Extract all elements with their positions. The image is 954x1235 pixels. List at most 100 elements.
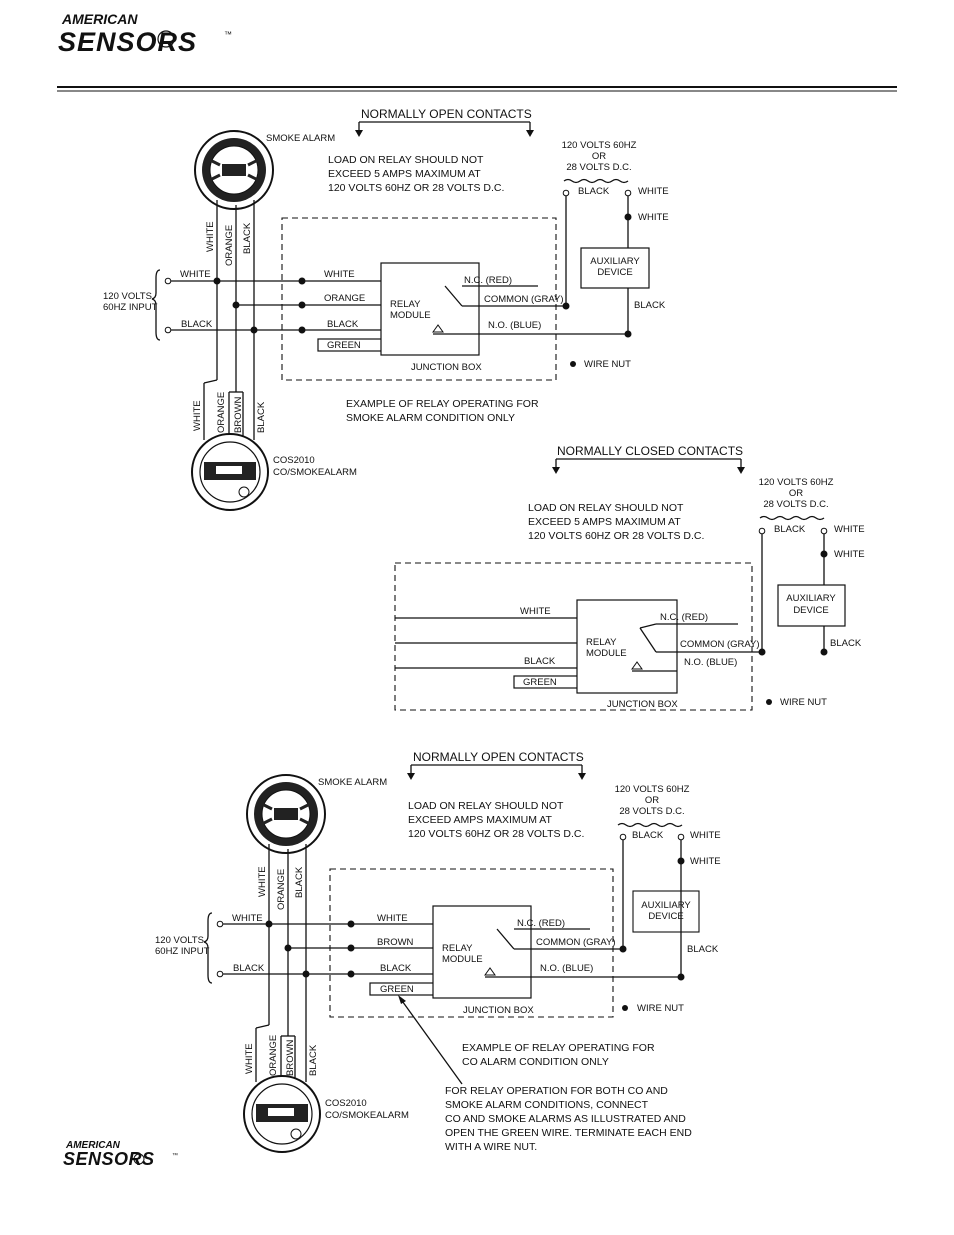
aux-label-line1: AUXILIARY	[590, 256, 640, 267]
example-line2: SMOKE ALARM CONDITION ONLY	[346, 412, 515, 424]
auxiliary-device	[580, 247, 650, 289]
supply2-black-label: BLACK	[774, 524, 806, 535]
supply2-line2: OR	[789, 488, 803, 499]
footer-trademark: ™	[172, 1152, 178, 1159]
supply2-line3: 28 VOLTS D.C.	[763, 499, 828, 510]
co-label-line2: CO/SMOKEALARM	[273, 467, 357, 478]
supply-label-line3: 28 VOLTS D.C.	[566, 162, 631, 173]
common2-label: COMMON (GRAY)	[680, 639, 760, 650]
both-note-line4: OPEN THE GREEN WIRE. TERMINATE EACH END	[445, 1127, 692, 1139]
header-brand-top: AMERICAN	[61, 11, 138, 27]
aux2-line1: AUXILIARY	[786, 593, 836, 604]
wire-nut-icon	[570, 361, 576, 367]
common-label: COMMON (GRAY)	[484, 294, 564, 305]
aux3-line1: AUXILIARY	[641, 900, 691, 911]
relay-label-line1: RELAY	[390, 299, 421, 310]
wire-nut-3-icon	[622, 1005, 628, 1011]
header-trademark: ™	[224, 30, 232, 39]
smoke-alarm-3-icon	[246, 774, 326, 854]
smoke-alarm-label: SMOKE ALARM	[266, 133, 335, 144]
co-smoke-alarm-icon	[191, 433, 269, 511]
vert3-label-brown-bottom: BROWN	[285, 1039, 296, 1076]
nc3-label: N.C. (RED)	[517, 918, 565, 929]
input3-label-line1: 120 VOLTS	[155, 935, 204, 946]
aux-black-label: BLACK	[634, 300, 666, 311]
jb-black-label: BLACK	[327, 319, 359, 330]
wire-nut-2-icon	[766, 699, 772, 705]
co-smoke-alarm-3-icon	[243, 1075, 321, 1153]
auxiliary-device-2	[777, 584, 846, 627]
no2-label: N.O. (BLUE)	[684, 657, 737, 668]
supply3-black-label: BLACK	[632, 830, 664, 841]
input3-black-label: BLACK	[233, 963, 265, 974]
aux2-black-label: BLACK	[830, 638, 862, 649]
vert-label-black-bottom: BLACK	[256, 401, 267, 433]
example3-line2: CO ALARM CONDITION ONLY	[462, 1056, 609, 1068]
co3-label-line1: COS2010	[325, 1098, 367, 1109]
jb3-brown-label: BROWN	[377, 937, 414, 948]
white2-lower-label: WHITE	[834, 549, 865, 560]
logo-crosshair-icon	[157, 30, 175, 48]
junction-box-2-outline	[394, 562, 753, 711]
smoke-alarm-icon	[194, 130, 274, 210]
footer-brand-top: AMERICAN	[65, 1140, 121, 1151]
jb3-green-label: GREEN	[380, 984, 414, 995]
junction-box-label: JUNCTION BOX	[411, 362, 482, 373]
footer-logo: AMERICAN SENSORS ™	[63, 1140, 178, 1169]
header-logo: AMERICAN SENSORS ™	[58, 11, 232, 57]
diagram-3-normally-open-co: NORMALLY OPEN CONTACTS SMOKE ALARM LOAD …	[155, 750, 721, 1153]
input-black-label: BLACK	[181, 319, 213, 330]
junction-box-3-outline	[329, 868, 614, 1018]
header-brand-bottom: SENSORS	[58, 27, 197, 57]
input-label-line1: 120 VOLTS	[103, 291, 152, 302]
jb2-green-label: GREEN	[523, 677, 557, 688]
jb-white-label: WHITE	[324, 269, 355, 280]
vert3-label-black: BLACK	[294, 866, 305, 898]
vert3-label-white: WHITE	[257, 866, 268, 897]
load-note2-line2: EXCEED 5 AMPS MAXIMUM AT	[528, 516, 681, 528]
both-note-line1: FOR RELAY OPERATION FOR BOTH CO AND	[445, 1085, 668, 1097]
load-note-line1: LOAD ON RELAY SHOULD NOT	[328, 154, 484, 166]
relay3-line2: MODULE	[442, 954, 483, 965]
junction-box-outline	[281, 217, 557, 381]
diagram-1-title: NORMALLY OPEN CONTACTS	[361, 107, 532, 121]
relay-module-3	[432, 905, 532, 999]
no-label: N.O. (BLUE)	[488, 320, 541, 331]
vert3-label-white-bottom: WHITE	[244, 1043, 255, 1074]
vert-label-brown-bottom: BROWN	[233, 396, 244, 433]
white3-lower-label: WHITE	[690, 856, 721, 867]
jb3-black-label: BLACK	[380, 963, 412, 974]
vert-label-black: BLACK	[242, 222, 253, 254]
jb3-white-label: WHITE	[377, 913, 408, 924]
vert-label-white-bottom: WHITE	[192, 400, 203, 431]
aux-label-line2: DEVICE	[597, 267, 632, 278]
no3-label: N.O. (BLUE)	[540, 963, 593, 974]
relay-module-2	[576, 599, 678, 694]
load-note2-line1: LOAD ON RELAY SHOULD NOT	[528, 502, 684, 514]
diagram-3-title: NORMALLY OPEN CONTACTS	[413, 750, 584, 764]
relay3-line1: RELAY	[442, 943, 473, 954]
load-note3-line1: LOAD ON RELAY SHOULD NOT	[408, 800, 564, 812]
common3-label: COMMON (GRAY)	[536, 937, 616, 948]
relay-module	[380, 262, 480, 356]
vert3-label-orange: ORANGE	[276, 869, 287, 910]
load-note-line2: EXCEED 5 AMPS MAXIMUM AT	[328, 168, 481, 180]
input3-label-line2: 60HZ INPUT	[155, 946, 210, 957]
diagram-2-title: NORMALLY CLOSED CONTACTS	[557, 444, 743, 458]
supply-black-label: BLACK	[578, 186, 610, 197]
both-note-line5: WITH A WIRE NUT.	[445, 1141, 537, 1153]
supply-label-line1: 120 VOLTS 60HZ	[562, 140, 637, 151]
load-note2-line3: 120 VOLTS 60HZ OR 28 VOLTS D.C.	[528, 530, 704, 542]
both-note-line2: SMOKE ALARM CONDITIONS, CONNECT	[445, 1099, 649, 1111]
supply2-white-label: WHITE	[834, 524, 865, 535]
wire-nut-3-label: WIRE NUT	[637, 1003, 684, 1014]
junction-box-2-label: JUNCTION BOX	[607, 699, 678, 710]
white-lower-label: WHITE	[638, 212, 669, 223]
jb2-black-label: BLACK	[524, 656, 556, 667]
input-label-line2: 60HZ INPUT	[103, 302, 158, 313]
wire-nut-label: WIRE NUT	[584, 359, 631, 370]
diagram-1-normally-open: NORMALLY OPEN CONTACTS SMOKE ALARM LOAD …	[103, 107, 669, 511]
diagram-2-normally-closed: NORMALLY CLOSED CONTACTS LOAD ON RELAY S…	[394, 444, 865, 711]
input-white-label: WHITE	[180, 269, 211, 280]
